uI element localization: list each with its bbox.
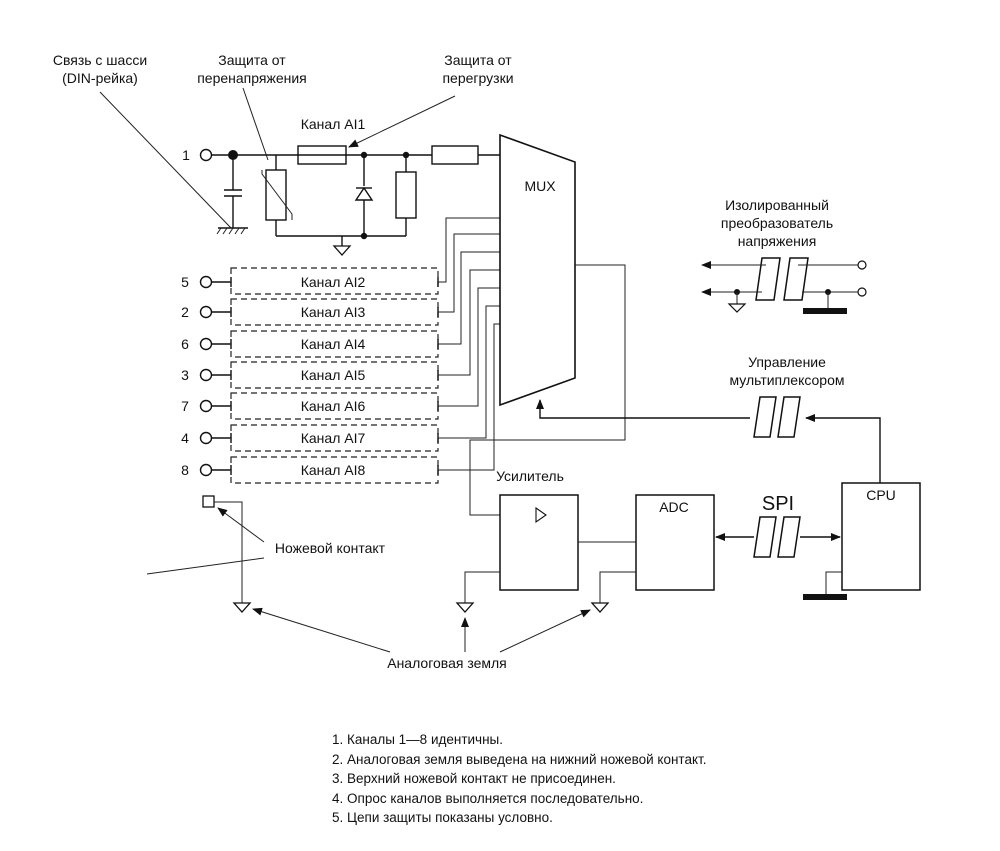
svg-text:мультиплексором: мультиплексором bbox=[729, 372, 844, 388]
overvoltage-protection-label: Защита от перенапряжения bbox=[197, 52, 307, 86]
pin-1-terminal bbox=[199, 148, 213, 162]
svg-text:преобразователь: преобразователь bbox=[721, 215, 833, 231]
svg-text:MUX: MUX bbox=[524, 178, 556, 194]
mux-output-wire bbox=[469, 264, 626, 516]
svg-text:Связь с шасси: Связь с шасси bbox=[53, 52, 147, 68]
channel-ai1-circuit: 1 bbox=[182, 145, 500, 256]
svg-text:2: 2 bbox=[181, 304, 189, 320]
channel-ai6: 7 Канал AI6 bbox=[181, 392, 439, 420]
cpu-ground-bar bbox=[803, 594, 847, 600]
channel-ai1-label: Канал AI1 bbox=[301, 116, 366, 132]
channel-ai8: 8 Канал AI8 bbox=[181, 456, 439, 484]
svg-text:перегрузки: перегрузки bbox=[442, 70, 513, 86]
notes-list: 1. Каналы 1—8 идентичны. 2. Аналоговая з… bbox=[332, 730, 706, 828]
varistor bbox=[265, 169, 287, 221]
amplifier-ground-symbol bbox=[455, 602, 475, 613]
channel-ai5: 3 Канал AI5 bbox=[181, 361, 439, 389]
svg-text:5: 5 bbox=[181, 274, 189, 290]
chassis-ground-symbol bbox=[216, 227, 248, 235]
mux-input-wires bbox=[438, 217, 500, 471]
isolated-converter: Изолированный преобразователь напряжения bbox=[701, 197, 867, 314]
blade-lower-line bbox=[146, 557, 265, 575]
svg-text:Защита от: Защита от bbox=[444, 52, 512, 68]
note-item: 3. Верхний ножевой контакт не присоедине… bbox=[332, 771, 616, 786]
svg-text:Усилитель: Усилитель bbox=[496, 468, 564, 484]
protection-diode bbox=[354, 186, 374, 201]
mux-control-isolator bbox=[753, 396, 801, 438]
pin-1-label: 1 bbox=[182, 147, 190, 163]
overload-pointer-line bbox=[348, 95, 456, 148]
channel-ground-symbol bbox=[332, 245, 352, 256]
svg-text:Канал AI7: Канал AI7 bbox=[301, 430, 366, 446]
svg-text:Канал AI4: Канал AI4 bbox=[301, 336, 366, 352]
overload-protection-label: Защита от перегрузки bbox=[442, 52, 513, 86]
svg-text:6: 6 bbox=[181, 336, 189, 352]
svg-text:Канал AI8: Канал AI8 bbox=[301, 462, 366, 478]
svg-text:Изолированный: Изолированный bbox=[725, 197, 829, 213]
svg-text:перенапряжения: перенапряжения bbox=[197, 70, 307, 86]
note-item: 5. Цепи защиты показаны условно. bbox=[332, 810, 553, 825]
mux-control-wire bbox=[536, 399, 750, 419]
svg-text:Управление: Управление bbox=[748, 354, 826, 370]
adc-ground-symbol bbox=[590, 602, 610, 613]
mux-block: MUX bbox=[499, 133, 576, 407]
analog-ground-label: Аналоговая земля bbox=[387, 655, 507, 671]
svg-text:4: 4 bbox=[181, 430, 189, 446]
note-item: 1. Каналы 1—8 идентичны. bbox=[332, 732, 503, 747]
channel-ai4: 6 Канал AI4 bbox=[181, 330, 439, 358]
svg-text:7: 7 bbox=[181, 398, 189, 414]
amplifier-block: Усилитель bbox=[496, 468, 579, 591]
cpu-block: CPU bbox=[841, 482, 921, 591]
svg-text:8: 8 bbox=[181, 462, 189, 478]
channel-ai7: 4 Канал AI7 bbox=[181, 424, 439, 452]
channel-ai3: 2 Канал AI3 bbox=[181, 298, 439, 326]
svg-text:Канал AI2: Канал AI2 bbox=[301, 274, 366, 290]
series-resistor bbox=[431, 145, 479, 165]
cpu-to-mux-control-wire bbox=[805, 414, 881, 483]
channel-ai2: 5 Канал AI2 bbox=[181, 267, 439, 295]
overvoltage-pointer-line bbox=[242, 87, 269, 161]
blade-ground-symbol bbox=[232, 602, 252, 613]
chassis-pointer-line bbox=[99, 91, 232, 229]
svg-text:Канал AI6: Канал AI6 bbox=[301, 398, 366, 414]
svg-text:Канал AI5: Канал AI5 bbox=[301, 367, 366, 383]
svg-text:SPI: SPI bbox=[762, 493, 794, 515]
blade-contact bbox=[202, 495, 252, 613]
amplifier-triangle-icon bbox=[535, 506, 547, 524]
svg-text:Канал AI3: Канал AI3 bbox=[301, 304, 366, 320]
note-item: 4. Опрос каналов выполняется последовате… bbox=[332, 790, 644, 806]
svg-text:(DIN-рейка): (DIN-рейка) bbox=[62, 70, 138, 86]
chassis-link-label: Связь с шасси (DIN-рейка) bbox=[53, 52, 147, 86]
svg-text:напряжения: напряжения bbox=[738, 233, 817, 249]
note-item: 2. Аналоговая земля выведена на нижний н… bbox=[332, 751, 707, 767]
shunt-resistor bbox=[395, 171, 417, 219]
analog-ground-pointers bbox=[252, 607, 591, 653]
svg-text:CPU: CPU bbox=[866, 487, 896, 503]
adc-block: ADC bbox=[635, 494, 715, 591]
svg-text:ADC: ADC bbox=[659, 499, 689, 515]
spi-link: SPI bbox=[715, 493, 841, 558]
blade-pointer-line bbox=[217, 507, 265, 543]
svg-text:3: 3 bbox=[181, 367, 189, 383]
mux-control-label: Управление мультиплексором bbox=[729, 354, 844, 388]
svg-text:Защита от: Защита от bbox=[218, 52, 286, 68]
blade-contact-label: Ножевой контакт bbox=[275, 540, 386, 556]
